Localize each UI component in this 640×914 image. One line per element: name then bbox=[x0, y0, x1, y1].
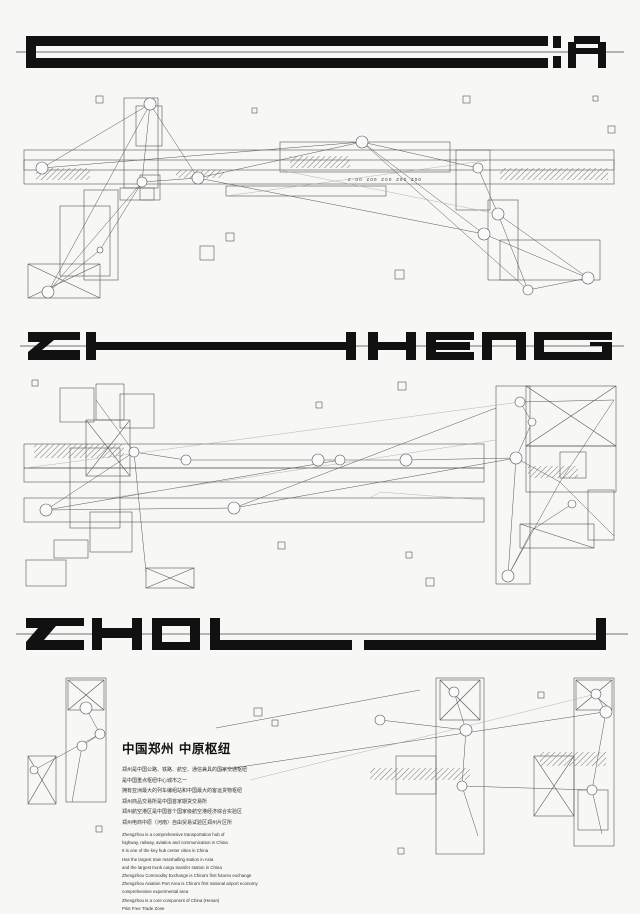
scattered-squares-1 bbox=[95, 95, 616, 280]
nodes-3 bbox=[29, 686, 613, 796]
caption-block: 中国郑州 中原枢纽 郑州是中国公路、铁路、航空、通信兼具的国家交通枢纽 是中国重… bbox=[122, 738, 298, 913]
caption-title: 中国郑州 中原枢纽 bbox=[122, 741, 231, 756]
scattered-squares-3 bbox=[95, 691, 545, 855]
caption-en-line: Zhengzhou is a comprehensive transportat… bbox=[122, 832, 225, 837]
network-diagram-2 bbox=[23, 383, 617, 589]
caption-en-block: Zhengzhou is a comprehensive transportat… bbox=[122, 831, 298, 913]
code-label: Z-OO ZOO ZOO ZOO ZOO bbox=[348, 178, 423, 183]
caption-en-line: Zhengzhou Commodity Exchange is China's … bbox=[122, 873, 252, 879]
caption-cn-line: 拥有亚洲最大的列车编组站和中国最大的客运货物枢纽 bbox=[122, 788, 243, 794]
caption-en-line: It is one of the key hub center cities i… bbox=[122, 848, 209, 854]
network-diagram-1 bbox=[23, 97, 615, 299]
caption-cn-line: 郑州商品交易所是中国首家期货交易所 bbox=[122, 798, 208, 805]
title-band-china bbox=[16, 36, 624, 68]
caption-en-line: comprehensive experimental area bbox=[122, 889, 189, 895]
network-diagram-3 bbox=[27, 677, 615, 855]
caption-en-line: Has the largest train marshalling statio… bbox=[122, 856, 214, 862]
title-band-zheng bbox=[20, 332, 624, 360]
hatch-areas-1 bbox=[36, 156, 608, 180]
network-lines-3-faint bbox=[249, 693, 597, 781]
network-lines-2 bbox=[45, 399, 615, 577]
caption-en-line: highway, railway, aviation and communica… bbox=[122, 840, 228, 846]
caption-cn-line: 是中国重点枢纽中心城市之一 bbox=[122, 777, 188, 784]
scattered-squares-2 bbox=[31, 379, 435, 587]
caption-en-line: Zhengzhou Aviation Port Area is China's … bbox=[122, 881, 258, 887]
network-lines-1-faint bbox=[225, 159, 499, 215]
hatch-areas-2 bbox=[34, 444, 578, 478]
nodes-2 bbox=[39, 396, 577, 583]
title-band-zhou bbox=[16, 618, 628, 650]
caption-cn-line: 郑州电商中原（河南）自由贸易试验区郑州片区所 bbox=[122, 819, 233, 826]
caption-cn-line: 郑州航空港区是中国首个国家级航空港经济综合实验区 bbox=[122, 809, 243, 815]
nodes-1 bbox=[35, 97, 595, 299]
caption-en-line: and the largest trunk cargo transfer sta… bbox=[122, 864, 222, 870]
caption-cn-line: 郑州是中国公路、铁路、航空、通信兼具的国家交通枢纽 bbox=[122, 767, 248, 773]
caption-en-line: Zhengzhou is a core component of China (… bbox=[122, 897, 220, 903]
network-lines-2-faint bbox=[25, 401, 521, 501]
hatch-areas-3 bbox=[370, 752, 606, 780]
caption-en-line: Pilot Free Trade Zone bbox=[122, 905, 165, 911]
caption-cn-block: 郑州是中国公路、铁路、航空、通信兼具的国家交通枢纽 是中国重点枢纽中心城市之一 … bbox=[122, 765, 298, 828]
network-lines-3 bbox=[33, 689, 607, 837]
